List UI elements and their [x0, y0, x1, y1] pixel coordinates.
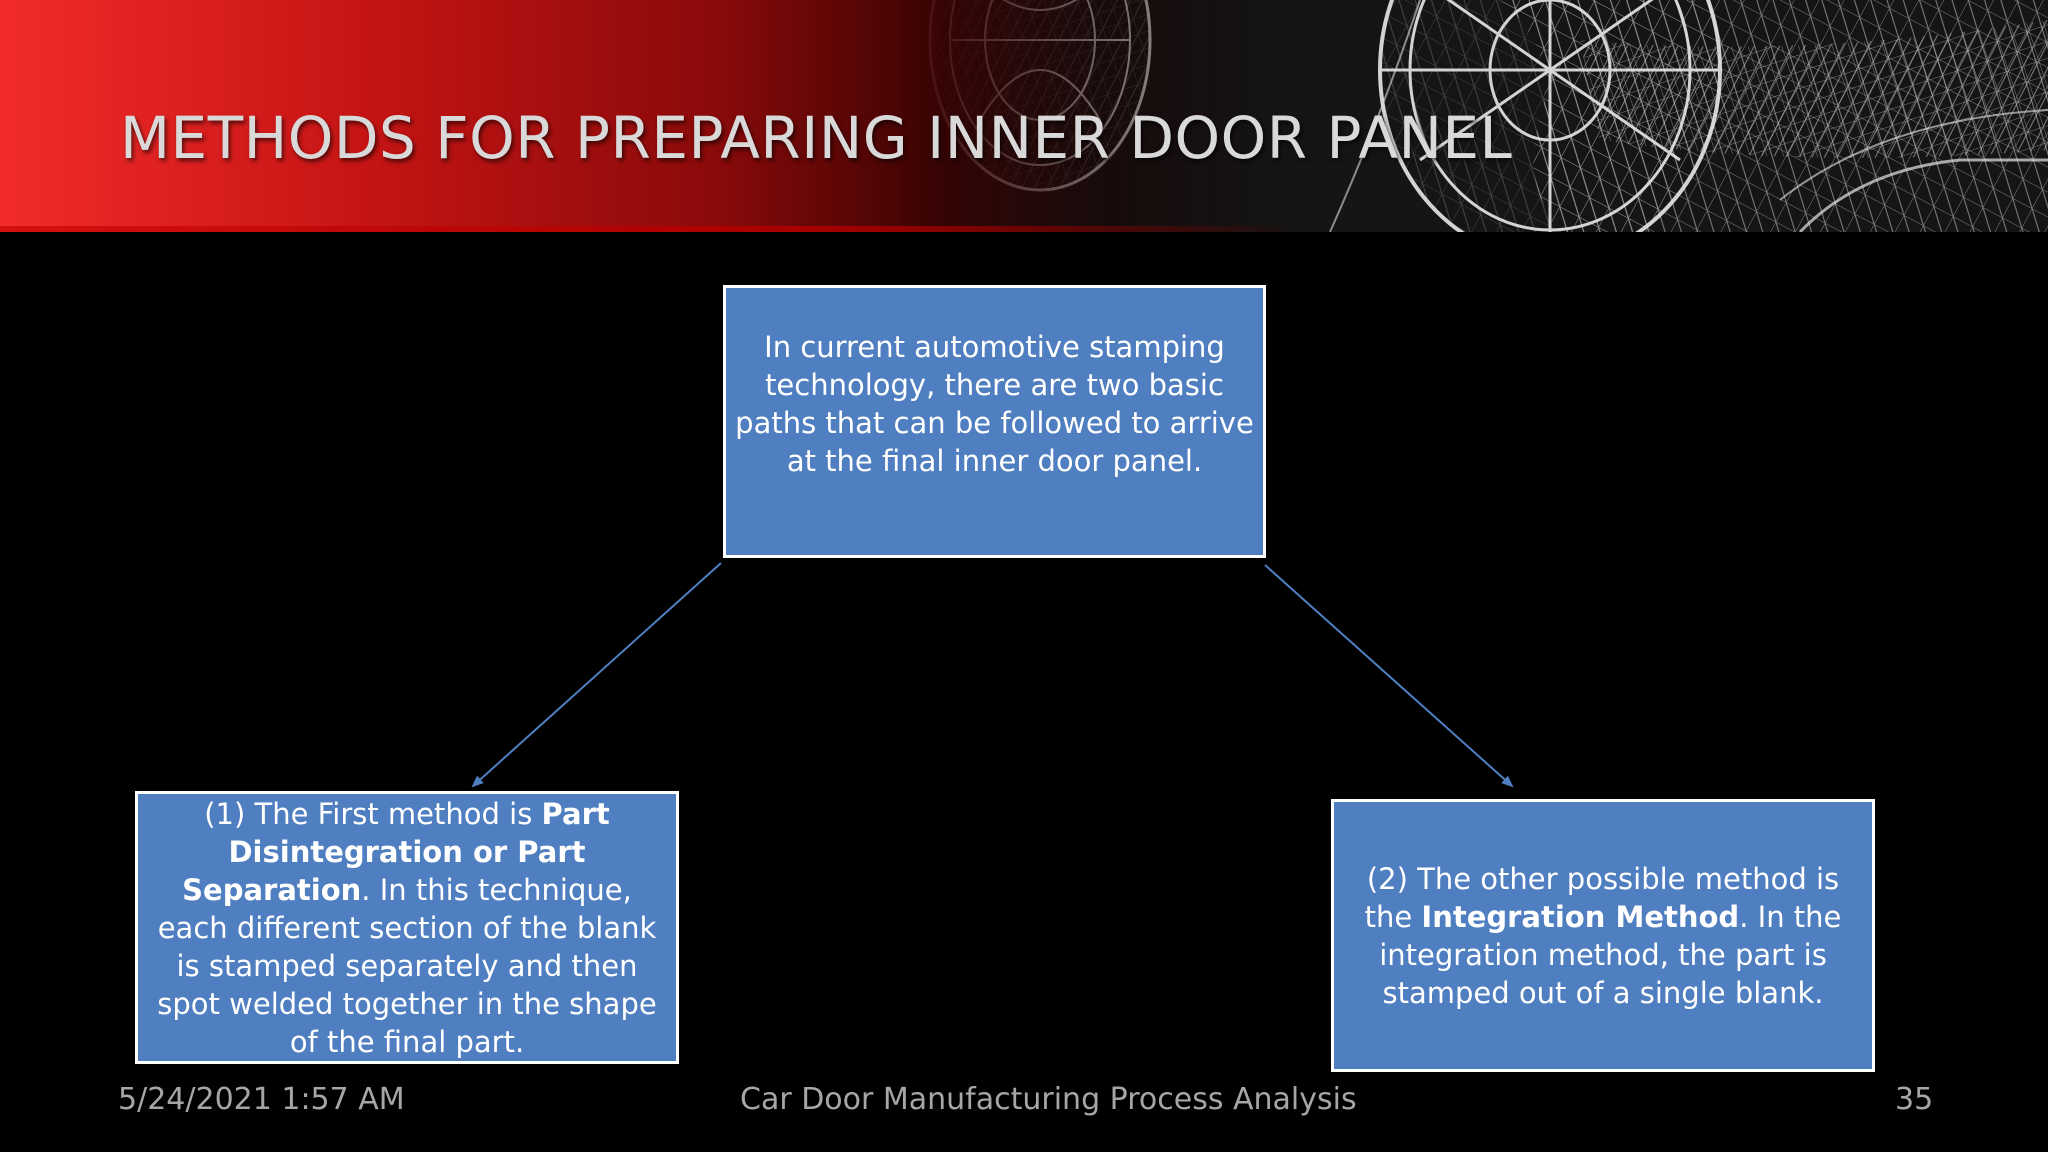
right-box-bold: Integration Method — [1421, 899, 1740, 934]
banner-red-underline — [0, 226, 1300, 232]
footer-presentation-title: Car Door Manufacturing Process Analysis — [740, 1082, 1357, 1117]
footer-date: 5/24/2021 1:57 AM — [118, 1082, 405, 1117]
left-box-prefix: (1) The First method is — [204, 796, 542, 831]
left-box-bold: Part Disintegration or Part Separation — [182, 796, 610, 907]
left-box-part-disintegration: (1) The First method is Part Disintegrat… — [135, 791, 679, 1064]
arrow-to-right-box — [1264, 564, 1514, 788]
right-box-suffix: . In the integration method, the part is… — [1379, 899, 1842, 1010]
right-box-integration-method: (2) The other possible method is the Int… — [1331, 799, 1875, 1072]
wireframe-car-image — [900, 0, 2048, 232]
top-box: In current automotive stamping technolog… — [723, 285, 1266, 558]
slide-title: METHODS FOR PREPARING INNER DOOR PANEL — [120, 104, 1513, 172]
top-box-text: In current automotive stamping technolog… — [735, 329, 1254, 478]
header-banner — [0, 0, 2048, 232]
right-box-prefix: (2) The other possible method is the — [1364, 861, 1840, 934]
left-box-suffix: . In this technique, each different sect… — [157, 872, 657, 1059]
right-box-text: (2) The other possible method is the Int… — [1340, 860, 1866, 1012]
footer-page-number: 35 — [1895, 1082, 1934, 1117]
left-box-text: (1) The First method is Part Disintegrat… — [144, 795, 670, 1061]
arrow-to-left-box — [471, 562, 722, 788]
